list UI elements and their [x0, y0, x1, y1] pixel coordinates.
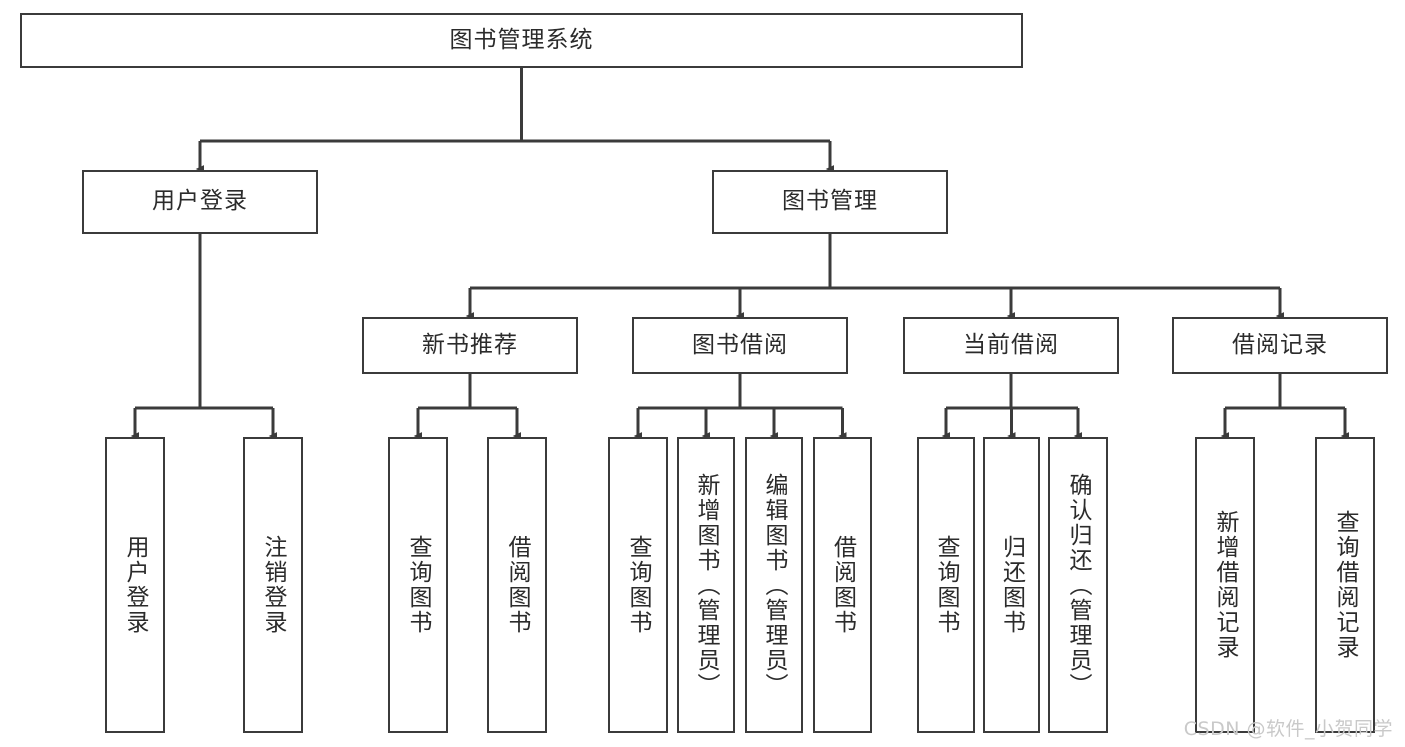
node-leaf3[interactable]: 查询图书 — [388, 437, 448, 733]
node-login[interactable]: 用户登录 — [82, 170, 318, 234]
node-leaf10[interactable]: 归还图书 — [983, 437, 1040, 733]
node-borrow[interactable]: 图书借阅 — [632, 317, 848, 374]
node-label: 图书管理 — [782, 188, 878, 215]
node-label: 编辑图书（管理员） — [761, 472, 788, 698]
node-label: 查询图书 — [405, 535, 432, 635]
node-label: 新增图书（管理员） — [693, 472, 720, 698]
node-label: 查询图书 — [625, 535, 652, 635]
node-record[interactable]: 借阅记录 — [1172, 317, 1388, 374]
node-leaf13[interactable]: 查询借阅记录 — [1315, 437, 1375, 733]
node-label: 归还图书 — [998, 535, 1025, 635]
node-label: 查询借阅记录 — [1332, 510, 1359, 660]
node-label: 图书借阅 — [692, 331, 788, 358]
node-leaf11[interactable]: 确认归还（管理员） — [1048, 437, 1108, 733]
node-leaf4[interactable]: 借阅图书 — [487, 437, 547, 733]
node-leaf9[interactable]: 查询图书 — [917, 437, 975, 733]
node-label: 新增借阅记录 — [1212, 510, 1239, 660]
node-label: 借阅图书 — [829, 535, 856, 635]
node-leaf5[interactable]: 查询图书 — [608, 437, 668, 733]
node-label: 用户登录 — [152, 188, 248, 215]
node-leaf12[interactable]: 新增借阅记录 — [1195, 437, 1255, 733]
node-label: 借阅图书 — [504, 535, 531, 635]
node-root[interactable]: 图书管理系统 — [20, 13, 1023, 68]
node-label: 注销登录 — [260, 535, 287, 635]
node-label: 图书管理系统 — [449, 26, 594, 53]
node-label: 用户登录 — [122, 535, 149, 635]
watermark: CSDN @软件_小贺同学 — [1183, 718, 1393, 740]
node-label: 借阅记录 — [1232, 331, 1328, 358]
node-leaf2[interactable]: 注销登录 — [243, 437, 303, 733]
node-leaf6[interactable]: 新增图书（管理员） — [677, 437, 735, 733]
node-label: 当前借阅 — [963, 331, 1059, 358]
node-newbook[interactable]: 新书推荐 — [362, 317, 578, 374]
node-label: 新书推荐 — [422, 331, 518, 358]
node-label: 查询图书 — [933, 535, 960, 635]
node-leaf8[interactable]: 借阅图书 — [813, 437, 872, 733]
node-leaf7[interactable]: 编辑图书（管理员） — [745, 437, 803, 733]
node-current[interactable]: 当前借阅 — [903, 317, 1119, 374]
node-label: 确认归还（管理员） — [1065, 472, 1092, 698]
connector-lines — [130, 68, 1350, 441]
node-bookmgmt[interactable]: 图书管理 — [712, 170, 948, 234]
node-leaf1[interactable]: 用户登录 — [105, 437, 165, 733]
